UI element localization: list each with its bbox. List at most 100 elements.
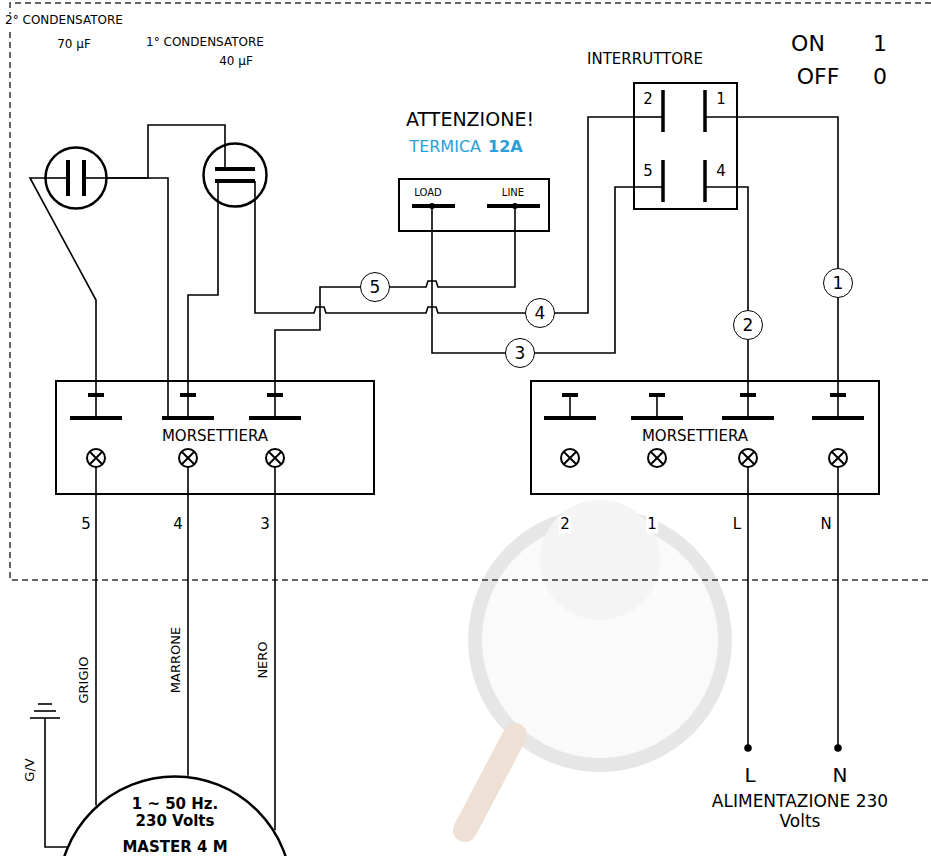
wire — [188, 208, 218, 380]
component-label: 1 ~ 50 Hz. 230 Volts — [114, 796, 236, 831]
thermal-breaker: ATTENZIONE!TERMICA12ALOADLINE — [398, 178, 550, 232]
capacitor-symbol-outline — [44, 146, 108, 210]
wire — [274, 495, 276, 830]
conductor — [703, 160, 707, 202]
conductor — [70, 416, 122, 420]
component-label: 2° CONDENSATORE — [4, 14, 124, 28]
callout-number: 4 — [525, 298, 555, 328]
conductor — [215, 167, 255, 171]
thermal-breaker-outline — [398, 178, 550, 232]
conductor — [569, 395, 571, 418]
ground-label: G/V — [23, 757, 38, 782]
conductor — [705, 186, 738, 188]
component-text: 5 — [642, 163, 654, 180]
switch-box: INTERRUTTORE2154 — [633, 82, 738, 210]
conductor — [837, 380, 839, 395]
motor-circle: 1 ~ 50 Hz. 230 VoltsMASTER 4 M — [57, 775, 293, 856]
switch-state: OFF — [796, 64, 841, 89]
conductor — [656, 395, 658, 418]
magnifier-illustration — [465, 500, 725, 830]
housing-frame — [10, 3, 931, 580]
wire — [738, 117, 838, 380]
component-label: 1° CONDENSATORE — [145, 36, 265, 50]
screw-terminal — [561, 449, 579, 467]
conductor — [651, 452, 663, 464]
conductor — [187, 380, 189, 395]
wire-colour: NERO — [256, 640, 271, 679]
screw-terminal — [648, 449, 666, 467]
switch-state: 0 — [872, 64, 888, 89]
conductor — [269, 452, 281, 464]
terminal-number: 1 — [646, 516, 658, 533]
conductor — [90, 452, 102, 464]
callout-number: 1 — [823, 268, 853, 298]
conductor — [832, 452, 844, 464]
conductor — [182, 452, 194, 464]
component-text: 4 — [715, 163, 727, 180]
conductor — [812, 416, 864, 420]
component-text: 40 µF — [218, 55, 254, 69]
callout-number: 5 — [360, 272, 390, 302]
conductor — [269, 452, 281, 464]
capacitor-symbol-outline — [202, 142, 268, 208]
conductor — [187, 467, 189, 495]
wire — [187, 495, 189, 776]
capacitor-symbol: 1° CONDENSATORE40 µF — [202, 142, 268, 208]
box-outline — [634, 83, 737, 209]
terminal-number: N — [819, 516, 832, 533]
wire — [95, 495, 97, 805]
conductor — [187, 395, 189, 418]
conductor — [837, 395, 839, 418]
supply-wires — [745, 745, 751, 751]
callout-number: 2 — [733, 310, 763, 340]
conductor — [90, 452, 102, 464]
component-text: LOAD — [413, 187, 442, 199]
wire — [30, 178, 96, 380]
terminal-number: 2 — [559, 516, 571, 533]
conductor — [651, 452, 663, 464]
component-text: 12A — [487, 138, 524, 156]
component-text: MASTER 4 M — [121, 839, 228, 856]
box-outline — [531, 381, 879, 494]
ground-symbol — [38, 703, 52, 705]
screw-terminal — [266, 449, 284, 467]
conductor — [254, 181, 256, 208]
conductor — [514, 206, 516, 232]
conductor — [217, 181, 219, 208]
component-text: TERMICA — [408, 138, 482, 156]
wire-colour: MARRONE — [169, 626, 184, 694]
terminal-block: MORSETTIERA — [55, 380, 375, 495]
conductor — [95, 380, 97, 395]
conductor — [182, 452, 194, 464]
conductor — [722, 416, 774, 420]
callout-number: 3 — [505, 338, 535, 368]
capacitor-symbol: 2° CONDENSATORE70 µF — [44, 146, 108, 210]
conductor — [274, 467, 276, 495]
conductor — [661, 90, 665, 132]
conductor — [747, 395, 749, 418]
conductor — [167, 380, 169, 418]
screw-terminal — [179, 449, 197, 467]
circle-outline — [204, 144, 267, 207]
magnifier-illustration — [540, 500, 660, 620]
component-text: 2 — [642, 91, 654, 108]
conductor — [224, 142, 226, 169]
terminal-number: 5 — [80, 516, 92, 533]
conductor — [742, 452, 754, 464]
supply-wires — [835, 745, 841, 751]
terminal-dot — [429, 203, 435, 209]
conductor — [162, 416, 214, 420]
conductor — [633, 186, 663, 188]
box-outline — [399, 179, 549, 231]
screw-terminal — [739, 449, 757, 467]
conductor — [44, 177, 68, 179]
conductor — [742, 452, 754, 464]
conductor — [747, 467, 749, 495]
conductor — [747, 380, 749, 395]
switch-state: 1 — [872, 31, 888, 56]
wire — [275, 232, 515, 380]
ground-symbol — [45, 718, 68, 847]
conductor — [564, 452, 576, 464]
